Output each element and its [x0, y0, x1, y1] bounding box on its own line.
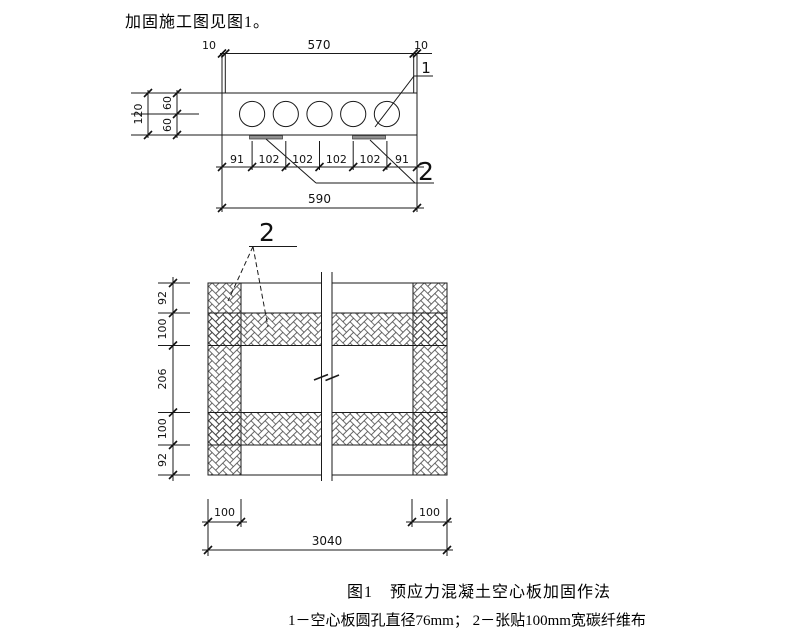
- chain-dim-102-1: 102: [259, 153, 280, 166]
- section-edges: [221, 53, 418, 135]
- section-dim-ticks: [143, 48, 422, 213]
- slab-outline: [222, 92, 417, 136]
- hollow-core-circle: [239, 100, 266, 128]
- dim-total-590: 590: [308, 192, 331, 206]
- plan-dim-100-bottom: 100: [156, 418, 169, 439]
- chain-dim-91-left: 91: [230, 153, 244, 166]
- hollow-core-circle: [340, 100, 367, 128]
- dim-60-bottom: 60: [161, 118, 174, 132]
- hollow-core-circle: [373, 100, 400, 128]
- intro-text: 加固施工图见图1。: [125, 14, 271, 31]
- hatch-band-top-left: [207, 312, 322, 346]
- chain-dim-102-3: 102: [326, 153, 347, 166]
- chain-ext-lines: [221, 135, 418, 171]
- label-2-cfrp-plan: 2: [259, 218, 275, 247]
- dim-height-120: 120: [132, 104, 145, 125]
- dim-top-width-570: 570: [308, 38, 331, 52]
- cfrp-strip-section-right: [352, 135, 386, 140]
- hatch-band-bottom-right: [331, 412, 448, 446]
- hatch-band-bottom-left: [207, 412, 322, 446]
- chain-dim-91-right: 91: [395, 153, 409, 166]
- label-1-hole: 1: [421, 59, 431, 77]
- chain-dim-102-2: 102: [292, 153, 313, 166]
- hatch-column-right: [412, 282, 448, 476]
- cross-section-view: 10 570 10 120 60 60 91 102 102 102 102 9…: [131, 38, 434, 213]
- plan-bottom-ext-lines: [207, 499, 448, 556]
- figure-caption-legend: 1－空心板圆孔直径76mm； 2－张贴100mm宽碳纤维布: [288, 613, 646, 629]
- plan-dim-100-top: 100: [156, 319, 169, 340]
- dim-top-left-10: 10: [202, 39, 216, 52]
- hollow-core-circle: [306, 100, 333, 128]
- plan-dim-92-top: 92: [156, 291, 169, 305]
- hatch-column-left: [207, 282, 242, 476]
- chain-dim-102-4: 102: [360, 153, 381, 166]
- plan-dim-strip-right-100: 100: [419, 506, 440, 519]
- plan-outline: [207, 282, 448, 476]
- hollow-core-circles: [239, 100, 400, 128]
- break-marks: [313, 373, 340, 382]
- cfrp-leader-lines-section: [265, 138, 434, 184]
- label-2-cfrp-section: 2: [418, 157, 434, 186]
- cfrp-leader-lines-plan: [227, 246, 269, 328]
- plan-dim-3040: 3040: [312, 534, 343, 548]
- cfrp-hatch-areas: [207, 282, 448, 476]
- dim-590-line: [216, 171, 424, 212]
- plan-dim-92-bottom: 92: [156, 453, 169, 467]
- dim-60-top: 60: [161, 96, 174, 110]
- plan-view: 92 100 206 100 92 100 100 3040 2: [156, 218, 453, 556]
- hole-leader-line: [374, 75, 433, 128]
- plan-dim-206: 206: [156, 369, 169, 390]
- hatch-band-top-right: [331, 312, 448, 346]
- dim-top-right-10: 10: [414, 39, 428, 52]
- cfrp-strip-section-left: [249, 135, 283, 140]
- plan-dim-strip-left-100: 100: [214, 506, 235, 519]
- figure-caption-title: 图1 预应力混凝土空心板加固作法: [347, 584, 612, 601]
- hollow-core-circle: [272, 100, 299, 128]
